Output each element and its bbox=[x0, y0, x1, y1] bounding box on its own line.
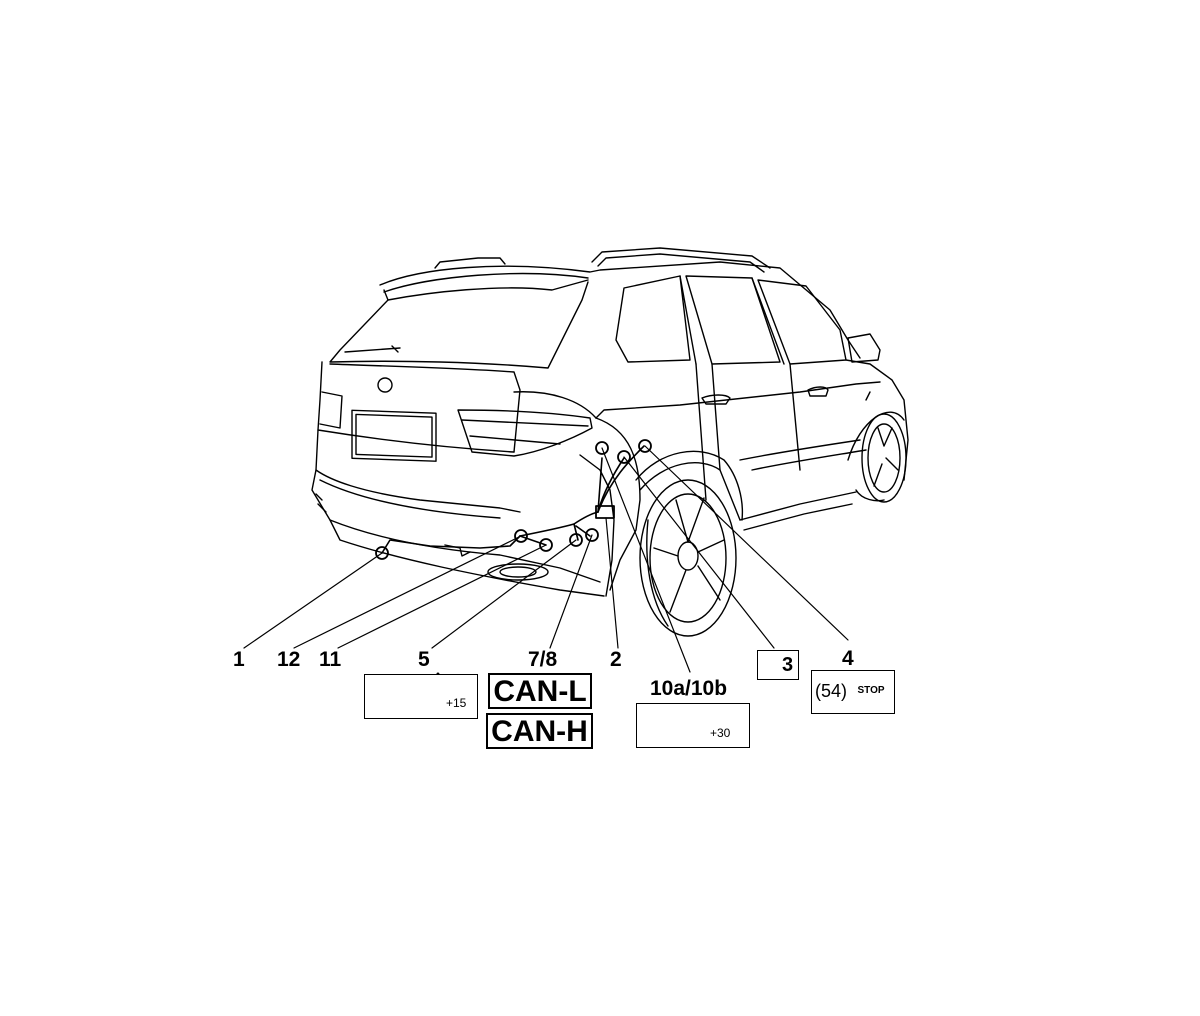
callout-3: 3 bbox=[782, 654, 794, 676]
ignition-label: +15 bbox=[446, 696, 467, 710]
ground-legend-box bbox=[757, 650, 799, 680]
callout-1: 1 bbox=[233, 648, 245, 671]
ignition-legend-box bbox=[364, 674, 478, 719]
stop-sign-text: STOP bbox=[857, 685, 885, 696]
callout-11: 11 bbox=[319, 648, 342, 671]
can-low-label: CAN-L bbox=[488, 673, 592, 709]
battery-label: +30 bbox=[710, 726, 731, 740]
callout-10a-10b: 10a/10b bbox=[650, 677, 728, 700]
callout-4: 4 bbox=[842, 647, 854, 670]
wiring-harness bbox=[375, 439, 652, 560]
can-high-label: CAN-H bbox=[486, 713, 593, 749]
callout-leader-lines bbox=[243, 445, 849, 673]
battery-legend-box bbox=[636, 703, 750, 748]
callout-7-8: 7/8 bbox=[528, 648, 558, 671]
stop-legend-box bbox=[811, 670, 895, 714]
suv-rear-three-quarter-drawing bbox=[311, 247, 909, 637]
callout-2: 2 bbox=[610, 648, 622, 671]
callout-12: 12 bbox=[277, 648, 301, 671]
callout-5: 5 bbox=[418, 648, 430, 671]
stop-code-label: (54) bbox=[815, 681, 848, 701]
